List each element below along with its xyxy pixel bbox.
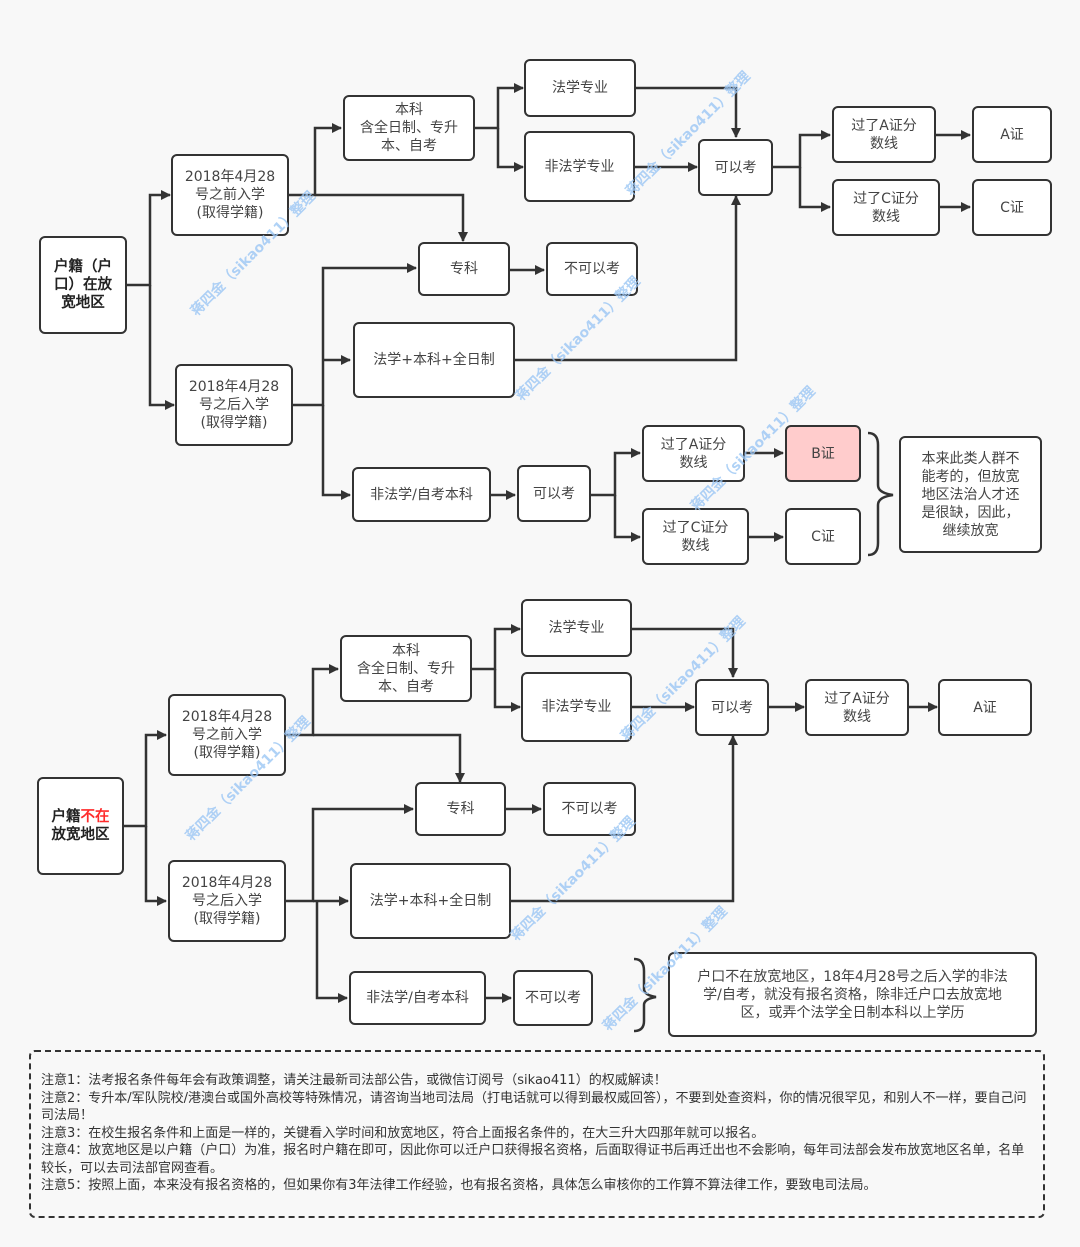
cert-b-box: B证 <box>785 425 861 482</box>
connector <box>635 86 741 138</box>
note-4: 注意4：放宽地区是以户籍（户口）为准，报名时户籍在即可，因此你可以迁户口获得报名… <box>41 1143 1025 1176</box>
pass-a-box-3: 过了A证分 数线 <box>805 679 909 736</box>
cert-a-box: A证 <box>972 106 1052 163</box>
connector <box>123 730 167 828</box>
not-relaxed-note-box: 户口不在放宽地区，18年4月28号之后入学的非法 学/自考，就没有报名资格，除非… <box>668 952 1037 1037</box>
root-in-relaxed-area: 户籍（户 口）在放 宽地区 <box>39 236 127 334</box>
undergrad-box-2: 本科 含全日制、专升 本、自考 <box>340 635 472 702</box>
connector <box>511 735 738 903</box>
cert-c-box-2: C证 <box>785 508 861 565</box>
non-law-major-box: 非法学专业 <box>524 131 635 202</box>
junior-college-box-2: 专科 <box>415 782 506 836</box>
enrolled-after-box: 2018年4月28 号之后入学 (取得学籍) <box>175 364 293 446</box>
connector <box>496 128 524 172</box>
junior-college-box: 专科 <box>418 242 510 296</box>
relaxed-note-box: 本来此类人群不 能考的，但放宽 地区法治人才还 是很缺，因此， 继续放宽 <box>899 436 1042 553</box>
non-law-major-box-2: 非法学专业 <box>521 672 632 742</box>
undergrad-box: 本科 含全日制、专升 本、自考 <box>343 95 475 161</box>
cert-a-box-2: A证 <box>938 679 1032 736</box>
connector <box>285 664 339 737</box>
connector <box>315 901 348 1003</box>
can-take-box: 可以考 <box>698 139 773 196</box>
connector <box>148 285 175 410</box>
connector <box>631 627 738 678</box>
enrolled-before-box-2: 2018年4月28 号之前入学 (取得学籍) <box>168 694 286 776</box>
law-fulltime-box: 法学+本科+全日制 <box>353 322 515 398</box>
connector <box>313 733 465 783</box>
root-emphasis: 不在 <box>80 809 110 825</box>
connector <box>315 193 468 242</box>
connector <box>470 624 521 671</box>
cannot-take-box-2: 不可以考 <box>543 782 636 836</box>
non-law-self-study-box: 非法学/自考本科 <box>352 467 491 522</box>
law-major-box-2: 法学专业 <box>521 599 632 657</box>
connector <box>321 405 351 500</box>
brace-2 <box>633 957 657 1033</box>
connector <box>798 167 831 212</box>
can-take-box-2: 可以考 <box>517 465 591 522</box>
connector <box>590 448 641 497</box>
pass-a-box: 过了A证分 数线 <box>832 106 936 163</box>
cert-c-box: C证 <box>972 179 1052 236</box>
brace-1 <box>867 431 894 557</box>
connector <box>474 83 524 130</box>
connector <box>293 263 417 407</box>
connector <box>126 190 171 287</box>
connector <box>285 804 414 903</box>
note-3: 注意3：在校生报名条件和上面是一样的，关键看入学时间和放宽地区，符合上面报名条件… <box>41 1125 765 1141</box>
note-5: 注意5：按照上面，本来没有报名资格的，但如果你有3年法律工作经验，也有报名资格，… <box>41 1178 877 1193</box>
connector <box>772 130 831 169</box>
cannot-take-box-3: 不可以考 <box>513 970 593 1026</box>
pass-c-box: 过了C证分 数线 <box>832 179 940 236</box>
pass-c-box-2: 过了C证分 数线 <box>642 508 749 565</box>
pass-a-box-2: 过了A证分 数线 <box>642 425 745 482</box>
root-suffix: 放宽地区 <box>51 827 110 843</box>
notes-panel: 注意1：法考报名条件每年会有政策调整，请关注最新司法部公告，或微信订阅号（sik… <box>29 1050 1045 1218</box>
law-fulltime-box-2: 法学+本科+全日制 <box>350 863 511 939</box>
root-prefix: 户籍 <box>51 809 81 825</box>
connector <box>514 195 741 362</box>
connector <box>289 123 342 197</box>
non-law-self-study-box-2: 非法学/自考本科 <box>349 971 486 1025</box>
enrolled-after-box-2: 2018年4月28 号之后入学 (取得学籍) <box>168 860 286 942</box>
note-2: 注意2：专升本/军队院校/港澳台或国外高校等特殊情况，请咨询当地司法局（打电话就… <box>41 1090 1027 1124</box>
enrolled-before-box: 2018年4月28 号之前入学 (取得学籍) <box>171 154 289 236</box>
note-1: 注意1：法考报名条件每年会有政策调整，请关注最新司法部公告，或微信订阅号（sik… <box>41 1073 667 1088</box>
law-major-box: 法学专业 <box>524 59 636 117</box>
root-not-in-relaxed-area: 户籍不在 放宽地区 <box>37 777 124 875</box>
can-take-box-3: 可以考 <box>695 679 769 736</box>
connector <box>144 826 167 906</box>
cannot-take-box: 不可以考 <box>546 242 638 296</box>
connector <box>613 495 641 542</box>
connector <box>493 669 521 712</box>
